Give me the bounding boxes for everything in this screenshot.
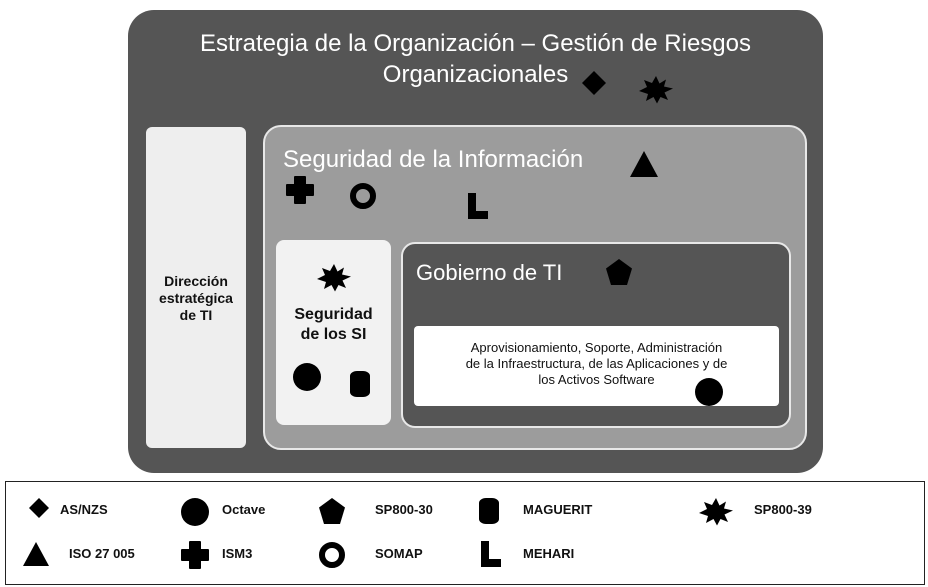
legend-item-as-nzs: AS/NZS [60, 502, 108, 517]
direccion-line3: de TI [179, 307, 213, 323]
legend-item-octave: Octave [222, 502, 266, 517]
triangle-icon [630, 151, 658, 177]
circle-icon [181, 498, 209, 526]
infra-line3: los Activos Software [538, 372, 655, 387]
cross-icon [181, 541, 209, 569]
ring-icon [319, 542, 345, 568]
starburst-icon [317, 264, 351, 292]
it-strategic-direction-label: Dirección estratégica de TI [146, 273, 246, 324]
infrastructure-label: Aprovisionamiento, Soporte, Administraci… [414, 340, 779, 388]
legend-item-somap: SOMAP [375, 546, 423, 561]
is-security-label: Seguridad de los SI [276, 305, 391, 345]
l-shape-icon [468, 193, 488, 219]
legend-item-mehari: MEHARI [523, 546, 575, 561]
outer-title-line2: Organizacionales [382, 61, 569, 88]
cylinder-icon [479, 498, 499, 524]
starburst-icon [699, 498, 733, 526]
circle-icon [293, 363, 321, 391]
diamond-icon [582, 71, 606, 95]
cross-icon [286, 176, 314, 204]
diamond-icon [29, 498, 49, 518]
legend-item-ism3: ISM3 [222, 546, 253, 561]
pentagon-icon [606, 259, 632, 285]
cylinder-icon [350, 371, 370, 397]
legend-item-sp800-30: SP800-30 [375, 502, 433, 517]
legend-item-maguerit: MAGUERIT [523, 502, 593, 517]
starburst-icon [639, 76, 673, 104]
pentagon-icon [319, 498, 345, 524]
organization-strategy-title: Estrategia de la Organización – Gestión … [128, 28, 823, 90]
l-shape-icon [481, 541, 501, 567]
direccion-line2: estratégica [159, 290, 233, 306]
infra-line1: Aprovisionamiento, Soporte, Administraci… [470, 340, 723, 355]
ring-icon [350, 183, 376, 209]
information-security-label: Seguridad de la Información [283, 146, 584, 173]
direccion-line1: Dirección [164, 273, 228, 289]
segsi-line2: de los SI [300, 326, 367, 343]
legend-item-iso-27005: ISO 27 005 [69, 546, 135, 561]
it-strategic-direction-box [146, 127, 246, 448]
segsi-line1: Seguridad [294, 306, 373, 323]
triangle-icon [23, 542, 49, 566]
legend-box [5, 481, 925, 585]
outer-title-line1: Estrategia de la Organización – Gestión … [200, 30, 751, 57]
it-governance-label: Gobierno de TI [416, 260, 563, 285]
legend-item-sp800-39: SP800-39 [754, 502, 812, 517]
infra-line2: de la Infraestructura, de las Aplicacion… [465, 356, 728, 371]
circle-icon [695, 378, 723, 406]
